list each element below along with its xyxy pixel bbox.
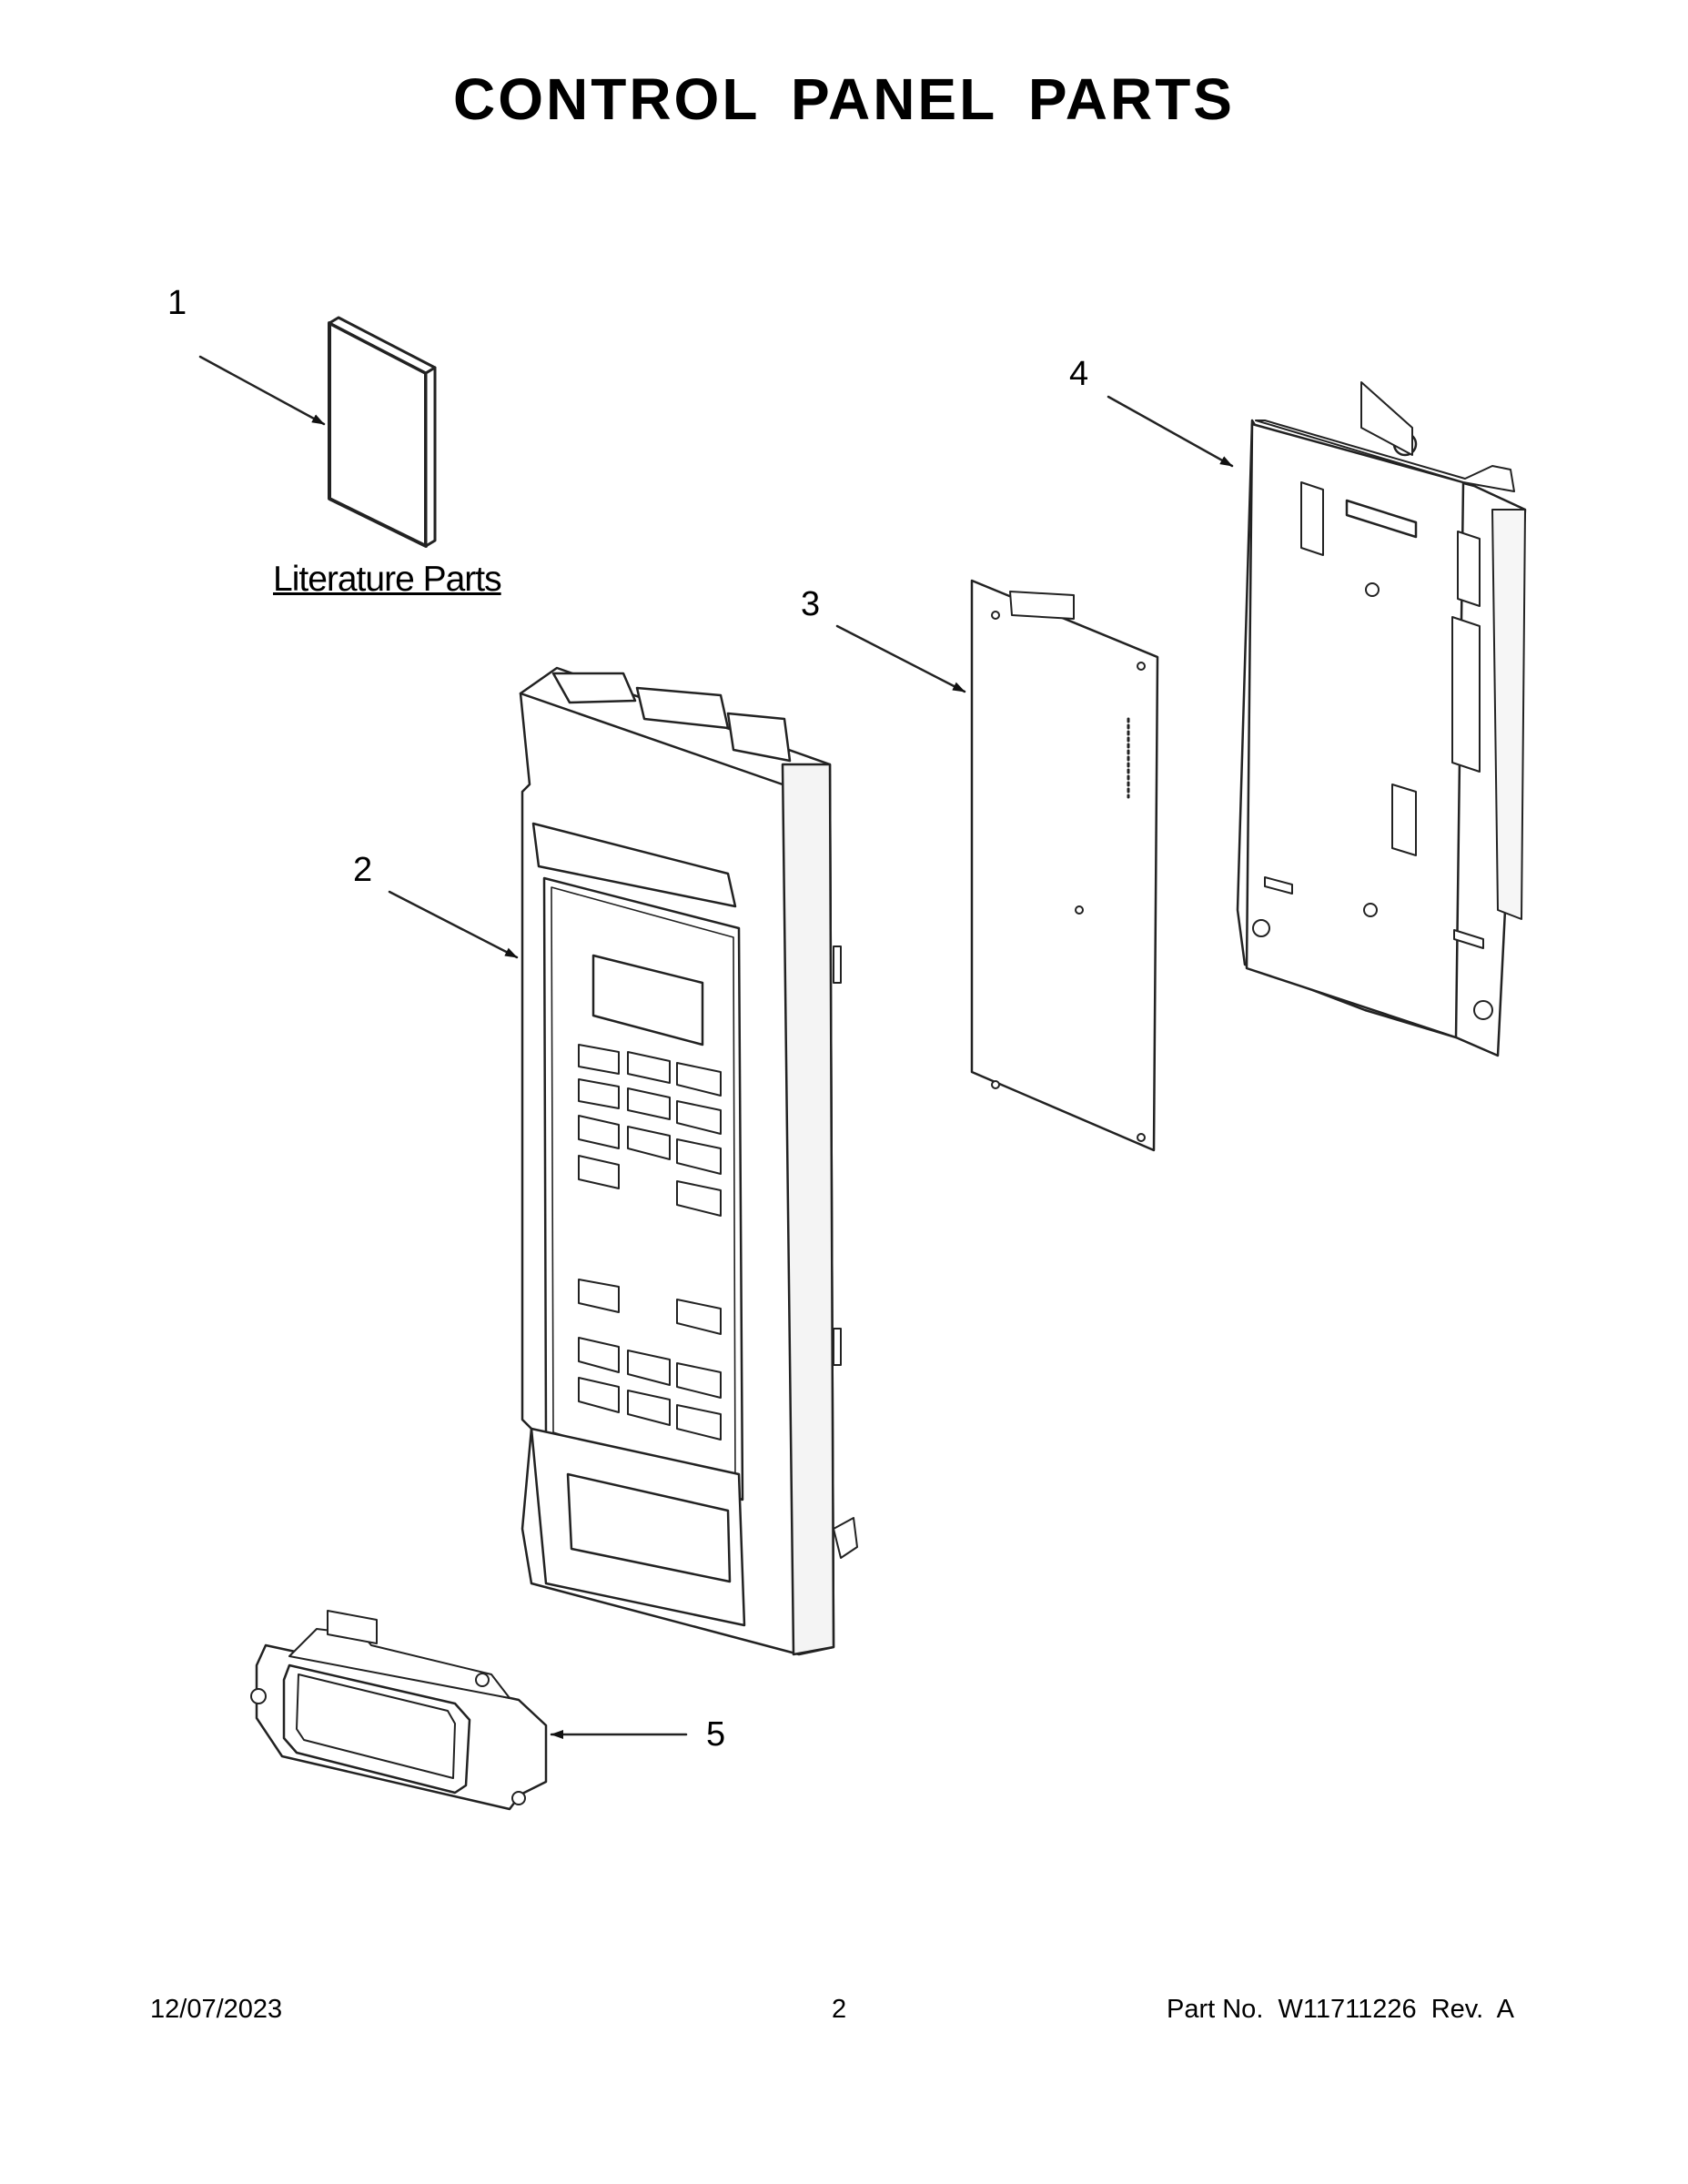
- leader-arrow-4: [1107, 395, 1234, 468]
- control-board-part[interactable]: [970, 579, 1159, 1152]
- leader-arrow-1: [198, 355, 326, 426]
- callout-3: 3: [801, 585, 821, 623]
- callout-2: 2: [353, 851, 373, 889]
- footer-part-number: Part No. W11711226 Rev. A: [1167, 1995, 1515, 2024]
- control-panel-frame-part[interactable]: [519, 666, 858, 1656]
- callout-4: 4: [1069, 355, 1089, 393]
- literature-parts-label[interactable]: Literature Parts: [273, 560, 502, 599]
- literature-booklet-part[interactable]: [328, 316, 437, 548]
- callout-1: 1: [167, 284, 187, 322]
- footer-date: 12/07/2023: [150, 1995, 283, 2024]
- leader-arrow-3: [835, 624, 966, 693]
- callout-5: 5: [706, 1715, 726, 1754]
- footer-page-number: 2: [832, 1995, 847, 2024]
- page-title: CONTROL PANEL PARTS: [453, 66, 1235, 132]
- door-release-button-part[interactable]: [250, 1610, 548, 1811]
- leader-arrow-2: [388, 890, 519, 959]
- control-bracket-part[interactable]: [1236, 369, 1527, 1057]
